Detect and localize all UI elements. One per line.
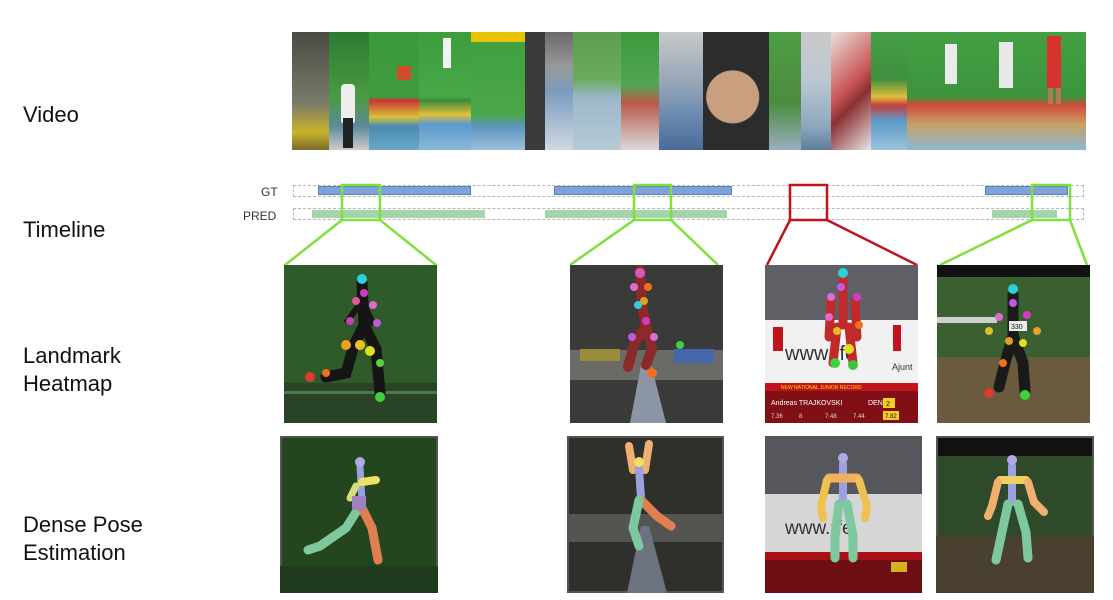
row-label-heatmap-line2: Heatmap xyxy=(23,371,113,396)
miss-highlight xyxy=(765,183,918,267)
gt-segment xyxy=(985,186,1068,195)
video-frame xyxy=(871,32,907,150)
ad-text-2: Ajunt xyxy=(892,362,913,372)
pred-track xyxy=(293,208,1084,220)
video-frame xyxy=(621,32,659,150)
match-highlight-1 xyxy=(284,183,437,266)
athlete-bib-2 xyxy=(1009,321,1027,331)
row-label-timeline-text: Timeline xyxy=(23,217,106,242)
dense-pose-panel-1 xyxy=(280,436,438,593)
video-frame xyxy=(907,32,1086,150)
scoreboard-score-1: 7.36 xyxy=(771,414,783,420)
video-frame xyxy=(659,32,703,150)
video-frame xyxy=(703,32,769,150)
video-frame-strip xyxy=(292,32,1086,150)
video-frame xyxy=(369,32,419,150)
pred-segment xyxy=(992,210,1057,218)
video-frame xyxy=(419,32,471,150)
match-highlight-2 xyxy=(569,183,719,267)
scoreboard-score-5: 7.82 xyxy=(885,414,897,420)
row-label-timeline: Timeline xyxy=(23,216,105,244)
heatmap-panel-4: 330 xyxy=(937,265,1090,423)
scoreboard-score-3: 7.48 xyxy=(825,414,837,420)
pred-segment xyxy=(545,210,727,218)
dense-ad-text: www.rfe xyxy=(784,518,853,539)
heatmap-panel-3: www.rfe Ajunt NEW NATIONAL JUNIOR RECORD… xyxy=(765,265,918,423)
video-frame xyxy=(801,32,831,150)
row-label-heatmap: Landmark Heatmap xyxy=(23,342,121,398)
dense-pose-panel-3: www.rfe xyxy=(765,436,922,593)
row-label-dense-line1: Dense Pose xyxy=(23,512,143,537)
scoreboard-country: DEN xyxy=(868,400,883,407)
video-frame xyxy=(471,32,525,150)
gt-segment xyxy=(318,186,471,195)
dense-pose-panel-2 xyxy=(567,436,724,593)
row-label-video-text: Video xyxy=(23,102,79,127)
match-highlight-3 xyxy=(939,183,1089,267)
scoreboard-score-2: 8 xyxy=(799,414,803,420)
dense-pose-panel-4 xyxy=(936,436,1094,593)
bib-number-2: 330 xyxy=(1011,324,1023,331)
video-frame xyxy=(573,32,621,150)
video-frame xyxy=(292,32,329,150)
row-label-heatmap-line1: Landmark xyxy=(23,343,121,368)
scoreboard-score-4: 7.44 xyxy=(853,414,865,420)
video-frame xyxy=(525,32,573,150)
row-label-dense-pose: Dense Pose Estimation xyxy=(23,511,143,567)
heatmap-panel-1 xyxy=(284,265,437,423)
heatmap-panel-2 xyxy=(570,265,723,423)
video-frame xyxy=(769,32,801,150)
gt-segment xyxy=(554,186,732,195)
video-frame xyxy=(329,32,369,150)
pred-segment xyxy=(312,210,485,218)
video-frame xyxy=(831,32,871,150)
gt-track-label: GT xyxy=(261,185,278,199)
scoreboard-rank: 2 xyxy=(886,401,890,408)
row-label-video: Video xyxy=(23,101,79,129)
pred-track-label: PRED xyxy=(243,209,277,223)
gt-track xyxy=(293,185,1084,197)
row-label-dense-line2: Estimation xyxy=(23,540,126,565)
scoreboard-athlete: Andreas TRAJKOVSKI xyxy=(771,400,843,407)
scoreboard-banner: NEW NATIONAL JUNIOR RECORD xyxy=(781,385,862,391)
